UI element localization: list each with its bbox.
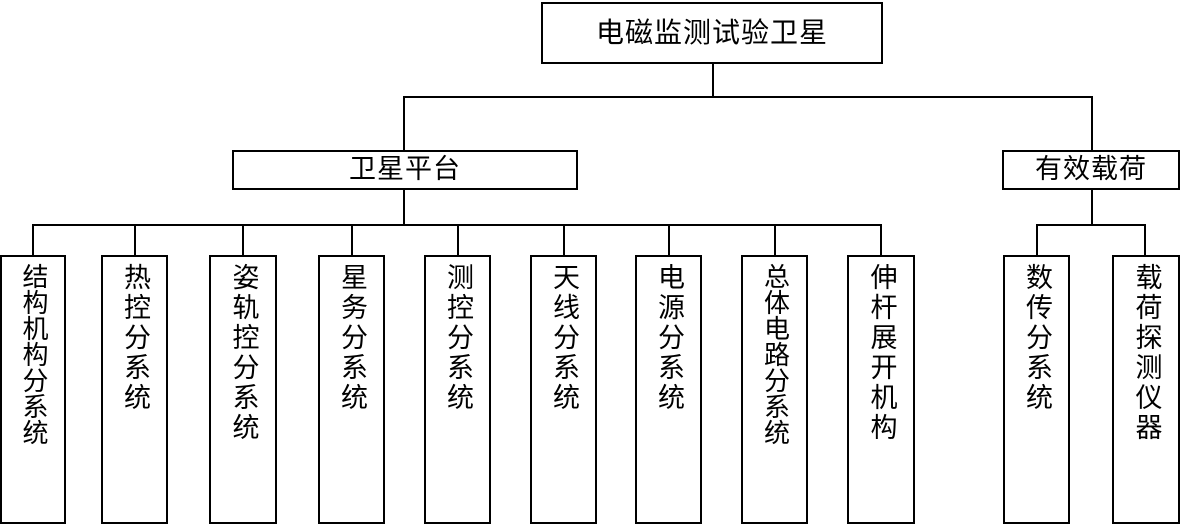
connector-platform-stem xyxy=(403,190,405,224)
node-thermal-control-subsystem[interactable]: 热控分系统 xyxy=(101,255,168,524)
node-payload[interactable]: 有效载荷 xyxy=(1002,150,1180,190)
node-satellite-platform-label: 卫星平台 xyxy=(349,154,461,186)
connector-drop-payload xyxy=(1091,96,1093,150)
node-overall-circuit-subsystem-label: 总体电路分系统 xyxy=(759,263,790,445)
node-boom-deployment-mechanism-label: 伸杆展开机构 xyxy=(865,263,897,443)
node-overall-circuit-subsystem[interactable]: 总体电路分系统 xyxy=(741,255,808,524)
node-tracking-control-subsystem[interactable]: 测控分系统 xyxy=(424,255,491,524)
connector-payload-stem xyxy=(1091,190,1093,224)
node-antenna-subsystem-label: 天线分系统 xyxy=(548,263,579,413)
node-satellite-platform[interactable]: 卫星平台 xyxy=(232,150,578,190)
node-power-subsystem[interactable]: 电源分系统 xyxy=(635,255,702,524)
node-satellite-service-subsystem-label: 星务分系统 xyxy=(336,263,367,413)
connector-drop-child-9 xyxy=(880,224,882,255)
connector-drop-child-6 xyxy=(563,224,565,255)
node-root-satellite[interactable]: 电磁监测试验卫星 xyxy=(541,2,883,64)
node-thermal-control-subsystem-label: 热控分系统 xyxy=(119,263,150,413)
node-antenna-subsystem[interactable]: 天线分系统 xyxy=(530,255,597,524)
connector-drop-child-7 xyxy=(668,224,670,255)
node-payload-label: 有效载荷 xyxy=(1035,154,1147,186)
node-boom-deployment-mechanism[interactable]: 伸杆展开机构 xyxy=(847,255,915,524)
connector-drop-platform xyxy=(403,96,405,150)
node-power-subsystem-label: 电源分系统 xyxy=(653,263,684,413)
node-satellite-service-subsystem[interactable]: 星务分系统 xyxy=(318,255,385,524)
connector-drop-child-2 xyxy=(134,224,136,255)
connector-level1-bus xyxy=(403,96,1093,98)
connector-root-stem xyxy=(712,64,714,96)
connector-drop-child-3 xyxy=(242,224,244,255)
node-attitude-orbit-control-subsystem-label: 姿轨控分系统 xyxy=(227,263,259,443)
connector-drop-child-1 xyxy=(32,224,34,255)
node-payload-detection-instrument[interactable]: 载荷探测仪器 xyxy=(1112,255,1180,524)
connector-drop-child-4 xyxy=(351,224,353,255)
node-structure-mechanism-subsystem[interactable]: 结构机构分系统 xyxy=(0,255,66,524)
node-structure-mechanism-subsystem-label: 结构机构分系统 xyxy=(18,263,48,445)
node-tracking-control-subsystem-label: 测控分系统 xyxy=(442,263,473,413)
connector-drop-child-5 xyxy=(457,224,459,255)
connector-drop-child-8 xyxy=(774,224,776,255)
node-payload-detection-instrument-label: 载荷探测仪器 xyxy=(1130,263,1162,443)
connector-payload-children-bus xyxy=(1036,224,1146,226)
node-attitude-orbit-control-subsystem[interactable]: 姿轨控分系统 xyxy=(209,255,277,524)
node-data-transmission-subsystem[interactable]: 数传分系统 xyxy=(1003,255,1070,524)
node-data-transmission-subsystem-label: 数传分系统 xyxy=(1021,263,1052,413)
connector-drop-payload-child-1 xyxy=(1036,224,1038,255)
node-root-label: 电磁监测试验卫星 xyxy=(595,15,828,49)
connector-drop-payload-child-2 xyxy=(1144,224,1146,255)
